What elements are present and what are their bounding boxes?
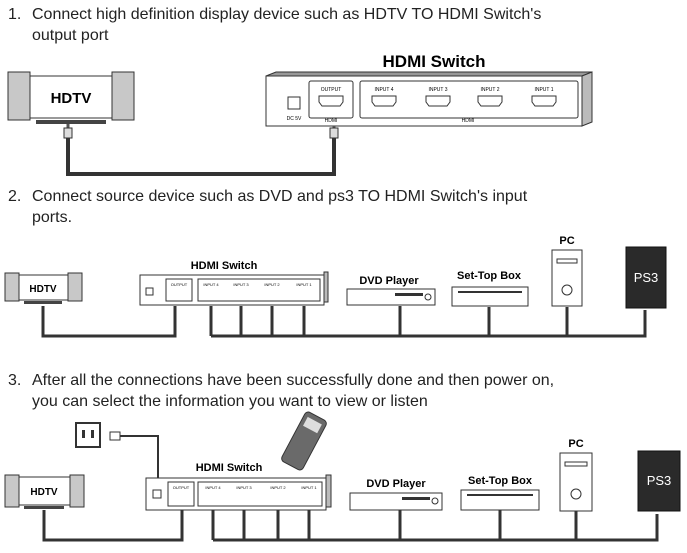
dvd-player-3: DVD Player — [349, 478, 443, 511]
step-1-text: 1. Connect high definition display device… — [8, 4, 541, 46]
cables-3 — [42, 510, 659, 542]
svg-text:HDMI Switch: HDMI Switch — [196, 462, 263, 474]
svg-text:DVD Player: DVD Player — [366, 478, 426, 490]
power-outlet-3 — [75, 422, 159, 482]
dvd-player-2: DVD Player — [346, 275, 436, 306]
svg-text:INPUT 1: INPUT 1 — [534, 87, 553, 93]
step-1-number: 1. — [8, 6, 22, 23]
step-3-line-2: you can select the information you want … — [32, 393, 428, 410]
step-1-line-1: Connect high definition display device s… — [32, 6, 542, 23]
diagram-2: HDTV HDMI Switch OUTPUT INPUT 4 INPUT 3 … — [4, 235, 667, 338]
svg-text:INPUT 4: INPUT 4 — [205, 485, 221, 490]
step-3-text: 3. After all the connections have been su… — [8, 370, 554, 412]
svg-text:Set-Top Box: Set-Top Box — [457, 270, 522, 282]
hdmi-switch-1: HDMI Switch DC 5V OUTPUT HDMI INPUT 4 IN… — [265, 52, 593, 127]
svg-text:INPUT 3: INPUT 3 — [233, 282, 249, 287]
svg-text:INPUT 3: INPUT 3 — [236, 485, 252, 490]
step-2-line-2: ports. — [32, 209, 73, 226]
step-2-line-1: Connect source device such as DVD and ps… — [32, 188, 528, 205]
step-2-number: 2. — [8, 188, 22, 205]
svg-text:INPUT 4: INPUT 4 — [203, 282, 219, 287]
svg-text:OUTPUT: OUTPUT — [171, 282, 188, 287]
pc-2: PC — [551, 235, 583, 307]
ps3-2: PS3 — [625, 246, 667, 309]
diagram-3: HDTV HDMI Switch OUTPUT INPUT 4 INPUT 3 … — [4, 411, 681, 542]
svg-text:HDTV: HDTV — [29, 284, 57, 295]
hdmi-switch-2: HDMI Switch OUTPUT INPUT 4 INPUT 3 INPUT… — [139, 260, 329, 306]
step-3-number: 3. — [8, 372, 22, 389]
dc5v-label-1: DC 5V — [287, 116, 302, 122]
svg-text:INPUT 1: INPUT 1 — [301, 485, 317, 490]
hdtv-1-label: HDTV — [51, 90, 92, 107]
cable-1 — [66, 138, 336, 176]
diagram-1: HDTV HDMI Switch DC 5V OUTPUT HDMI INPUT… — [7, 52, 593, 176]
svg-text:INPUT 3: INPUT 3 — [428, 87, 447, 93]
ps3-3: PS3 — [637, 450, 681, 512]
svg-text:Set-Top Box: Set-Top Box — [468, 475, 533, 487]
svg-text:HDMI: HDMI — [462, 118, 475, 124]
output-label-1: OUTPUT — [321, 87, 342, 93]
svg-text:HDMI Switch: HDMI Switch — [191, 260, 258, 272]
cables-2 — [41, 306, 647, 338]
svg-text:HDMI: HDMI — [325, 118, 338, 124]
svg-text:INPUT 2: INPUT 2 — [480, 87, 499, 93]
svg-text:INPUT 4: INPUT 4 — [374, 87, 393, 93]
svg-text:INPUT 1: INPUT 1 — [296, 282, 312, 287]
hdtv-1: HDTV — [7, 71, 135, 124]
set-top-box-3: Set-Top Box — [460, 475, 540, 511]
remote-control-icon — [281, 411, 327, 471]
hdmi-switch-3: HDMI Switch OUTPUT INPUT 4 INPUT 3 INPUT… — [145, 462, 332, 511]
step-3-line-1: After all the connections have been succ… — [32, 372, 555, 389]
set-top-box-2: Set-Top Box — [451, 270, 529, 307]
hdtv-3: HDTV — [4, 474, 85, 509]
hdtv-2: HDTV — [4, 272, 83, 304]
svg-text:OUTPUT: OUTPUT — [173, 485, 190, 490]
svg-text:PS3: PS3 — [647, 473, 672, 488]
pc-3: PC — [559, 438, 593, 512]
svg-text:PC: PC — [559, 235, 574, 247]
hdmi-switch-1-title: HDMI Switch — [383, 52, 486, 71]
svg-text:PS3: PS3 — [634, 270, 659, 285]
svg-text:INPUT 2: INPUT 2 — [264, 282, 280, 287]
step-2-text: 2. Connect source device such as DVD and … — [8, 186, 527, 228]
svg-text:PC: PC — [568, 438, 583, 450]
step-1-line-2: output port — [32, 27, 109, 44]
svg-text:HDTV: HDTV — [30, 487, 58, 498]
svg-text:DVD Player: DVD Player — [359, 275, 419, 287]
svg-text:INPUT 2: INPUT 2 — [270, 485, 286, 490]
